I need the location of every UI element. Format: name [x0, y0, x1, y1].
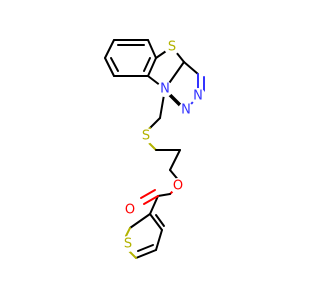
- s-thiophene-label: S: [124, 237, 132, 252]
- o-ester-label: O: [173, 179, 183, 194]
- atom-label-n-bridge: N: [157, 81, 173, 97]
- n-triazole-2-label: N: [181, 103, 191, 118]
- benzene-ring: [104, 39, 157, 77]
- thiophene-ring: [125, 213, 165, 259]
- o-carbonyl-label: O: [125, 203, 135, 218]
- n-triazole-1-label: N: [193, 89, 203, 104]
- s-thiazole-label: S: [168, 40, 176, 55]
- atom-label-n-triazole-1: N: [190, 88, 206, 104]
- atom-label-s-thiophene: S: [120, 236, 136, 252]
- n-bridge-label: N: [160, 82, 170, 97]
- s-thioether-label: S: [142, 129, 150, 144]
- atom-label-o-ester: O: [170, 178, 186, 194]
- structure-diagram: S N N N S O O S: [104, 39, 206, 259]
- molecule-canvas: S N N N S O O S: [104, 39, 206, 259]
- atom-label-s-thiazole: S: [164, 39, 180, 55]
- atom-label-o-carbonyl: O: [122, 202, 138, 218]
- atom-label-n-triazole-2: N: [178, 102, 194, 118]
- atom-label-s-thioether: S: [138, 128, 154, 144]
- ester-group: [140, 185, 179, 215]
